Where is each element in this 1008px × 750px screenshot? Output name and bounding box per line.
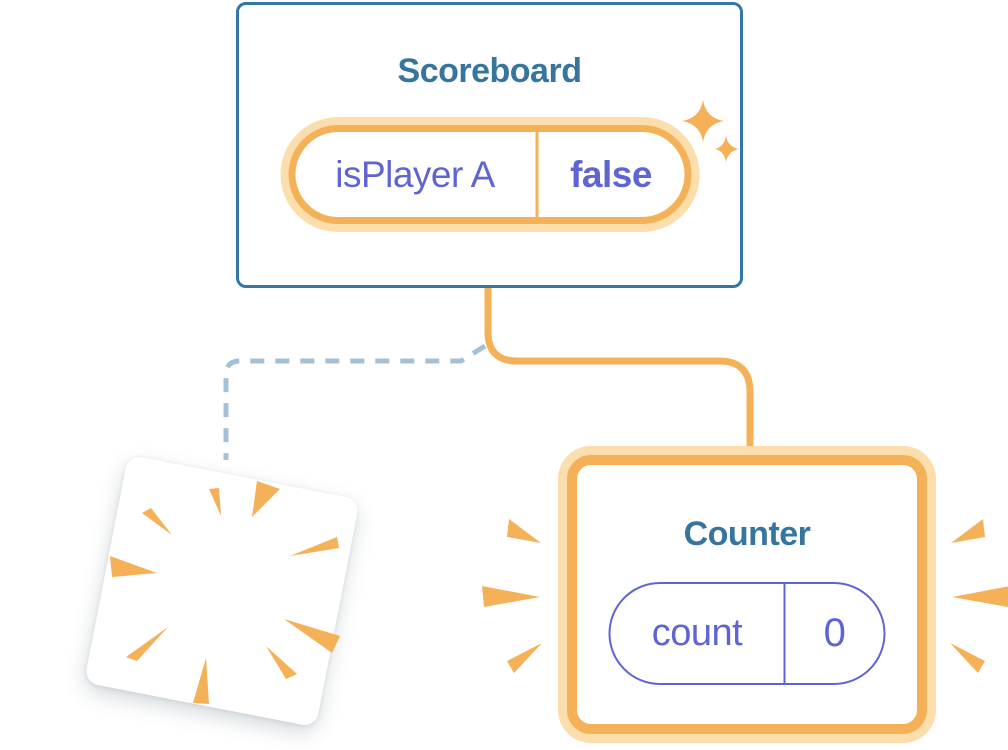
emphasis-spark [952, 586, 1008, 607]
scoreboard-card: Scoreboard isPlayer A false [236, 2, 743, 288]
state-name: isPlayer A [335, 153, 495, 195]
emphasis-spark [507, 643, 542, 673]
emphasis-spark [482, 586, 540, 607]
poof-card [84, 454, 360, 728]
counter-state-pill: count 0 [608, 582, 886, 685]
emphasis-spark [951, 519, 985, 543]
pill-divider [535, 132, 538, 217]
scoreboard-title: Scoreboard [397, 52, 582, 90]
emphasis-spark [507, 519, 541, 543]
state-name: count [651, 612, 743, 654]
state-value: 0 [823, 611, 846, 655]
counter-title: Counter [683, 515, 811, 553]
pill-divider [783, 584, 786, 683]
state-value: false [570, 153, 652, 195]
solid-connector-line [484, 286, 754, 452]
scoreboard-state-pill: isPlayer A false [288, 125, 691, 224]
counter-card: Counter count 0 [567, 455, 927, 734]
dashed-connector-line [223, 343, 487, 460]
emphasis-spark [950, 643, 985, 673]
